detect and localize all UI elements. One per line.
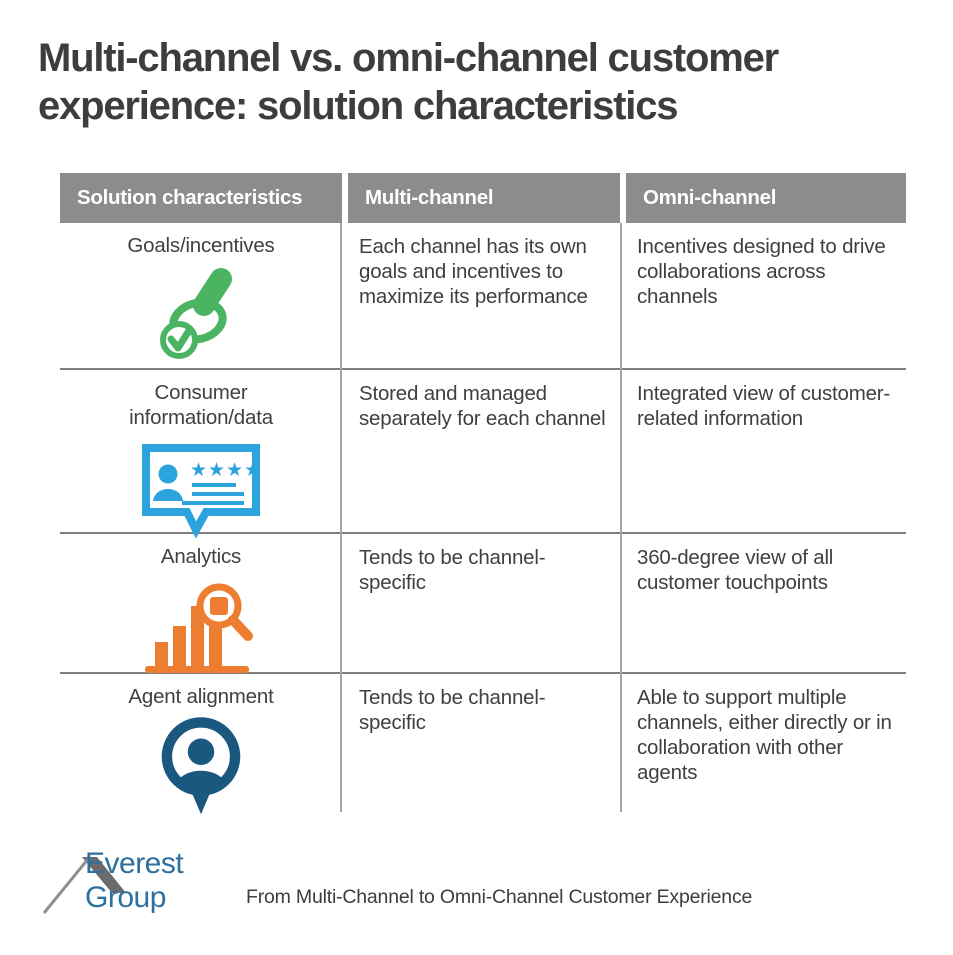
header-multi-channel: Multi-channel — [348, 173, 620, 223]
table-body: Goals/incentives Each channel has its ow… — [60, 223, 906, 815]
omni-channel-cell: 360-degree view of all customer touchpoi… — [620, 534, 906, 672]
table-row-analytics: Analytics Tends to be channel-spec — [60, 532, 906, 673]
column-divider — [340, 223, 342, 812]
omni-channel-text: Incentives designed to drive collaborati… — [637, 235, 886, 308]
omni-channel-text: Able to support multiple channels, eithe… — [637, 686, 892, 784]
table-row-consumer-information: Consumer information/data ★★★★ Stored an… — [60, 368, 906, 538]
omni-channel-text: 360-degree view of all customer touchpoi… — [637, 546, 834, 594]
svg-text:★★★★: ★★★★ — [190, 459, 262, 481]
footer-tagline: From Multi-Channel to Omni-Channel Custo… — [246, 886, 753, 908]
multi-channel-text: Tends to be channel-specific — [359, 686, 546, 734]
characteristic-cell: Goals/incentives — [60, 223, 342, 368]
omni-channel-text: Integrated view of customer-related info… — [637, 382, 891, 430]
table-header-row: Solution characteristics Multi-channel O… — [60, 173, 906, 223]
multi-channel-text: Each channel has its own goals and incen… — [359, 235, 588, 308]
column-divider — [620, 223, 622, 812]
characteristic-cell: Consumer information/data ★★★★ — [60, 370, 342, 538]
multi-channel-cell: Tends to be channel-specific — [342, 534, 620, 672]
footer: Everest Group From Multi-Channel to Omni… — [42, 847, 753, 917]
everest-group-logo-text: Everest Group — [85, 847, 184, 914]
customer-review-card-icon: ★★★★ — [138, 438, 264, 538]
omni-channel-cell: Integrated view of customer-related info… — [620, 370, 906, 532]
agent-location-pin-icon — [153, 713, 249, 819]
bar-chart-magnifier-icon — [145, 579, 257, 677]
header-omni-channel: Omni-channel — [626, 173, 906, 223]
multi-channel-cell: Tends to be channel-specific — [342, 674, 620, 812]
page-title-line2: experience: solution characteristics — [38, 84, 679, 128]
characteristic-label: Agent alignment — [128, 685, 274, 708]
omni-channel-cell: Incentives designed to drive collaborati… — [620, 223, 906, 368]
everest-group-logo: Everest Group — [42, 847, 238, 917]
multi-channel-cell: Stored and managed separately for each c… — [342, 370, 620, 532]
header-solution-characteristics: Solution characteristics — [60, 173, 342, 223]
multi-channel-text: Tends to be channel-specific — [359, 546, 546, 594]
multi-channel-cell: Each channel has its own goals and incen… — [342, 223, 620, 368]
page-title-line1: Multi-channel vs. omni-channel customer — [38, 36, 779, 80]
table-row-agent-alignment: Agent alignment — [60, 672, 906, 815]
characteristic-label: Goals/incentives — [127, 234, 275, 257]
table-row-goals-incentives: Goals/incentives Each channel has its ow… — [60, 223, 906, 368]
characteristic-cell: Analytics — [60, 534, 342, 673]
mountain-peak-icon — [42, 857, 126, 914]
multi-channel-text: Stored and managed separately for each c… — [359, 382, 606, 430]
characteristic-label: Consumer information/data — [129, 381, 273, 429]
characteristic-cell: Agent alignment — [60, 674, 342, 815]
comparison-table: Solution characteristics Multi-channel O… — [60, 173, 906, 815]
characteristic-label: Analytics — [160, 545, 242, 568]
omni-channel-cell: Able to support multiple channels, eithe… — [620, 674, 906, 812]
stamp-check-icon — [151, 264, 251, 366]
page-title: Multi-channel vs. omni-channel customer … — [38, 34, 779, 130]
